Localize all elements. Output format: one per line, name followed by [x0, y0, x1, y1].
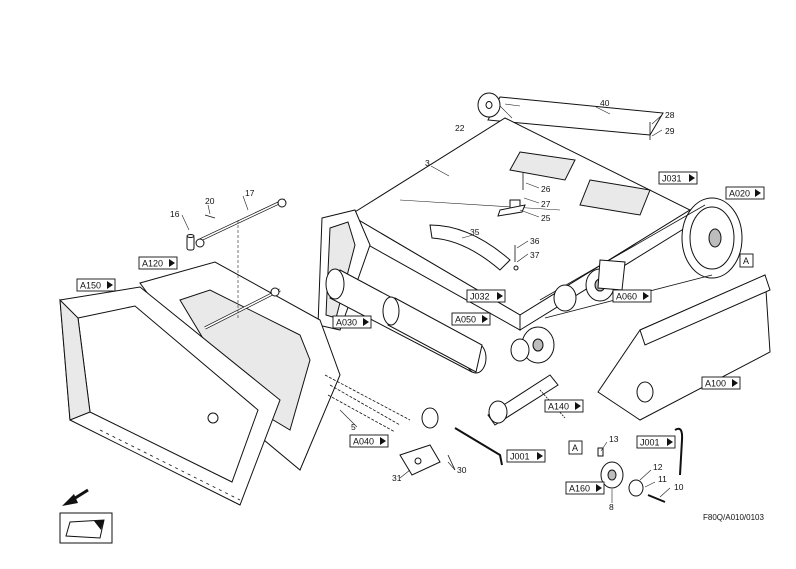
callout-35: 35	[470, 227, 480, 237]
tag-j001-rod: J001	[506, 449, 546, 463]
drive-pulley	[539, 197, 743, 319]
callout-28: 28	[665, 110, 675, 120]
callout-12: 12	[653, 462, 663, 472]
svg-text:A140: A140	[548, 402, 569, 412]
callout-22: 22	[455, 123, 465, 133]
svg-text:A120: A120	[142, 259, 163, 269]
callout-11: 11	[658, 474, 667, 484]
lever-arm	[487, 374, 566, 426]
tag-a120: A120	[138, 256, 178, 270]
tag-a140: A140	[544, 399, 584, 413]
feed-rollers	[325, 268, 487, 374]
belt-shield	[429, 224, 511, 271]
tag-a-detail-1: A	[739, 253, 754, 268]
side-shield	[597, 274, 771, 421]
tag-a060: A060	[612, 289, 652, 303]
tag-a150: A150	[76, 278, 116, 292]
rod-j001	[454, 427, 503, 466]
callout-27: 27	[541, 199, 551, 209]
arrow-down-left-icon	[62, 488, 89, 506]
outer-frame	[59, 286, 281, 506]
svg-text:A100: A100	[705, 379, 726, 389]
svg-text:A030: A030	[336, 318, 357, 328]
washer-22	[477, 92, 501, 118]
svg-text:J031: J031	[662, 174, 682, 184]
callout-8: 8	[609, 502, 614, 512]
hub-assembly	[597, 447, 666, 503]
callout-37: 37	[530, 250, 540, 260]
svg-text:A: A	[572, 443, 578, 453]
callout-30: 30	[457, 465, 467, 475]
svg-text:J001: J001	[510, 452, 530, 462]
callout-10: 10	[674, 482, 684, 492]
gas-strut	[195, 198, 287, 330]
callout-16: 16	[170, 209, 180, 219]
machine-outline-icon	[59, 512, 113, 544]
callout-29: 29	[665, 126, 675, 136]
pin-16	[186, 234, 195, 251]
callout-31: 31	[392, 473, 402, 483]
tag-j031: J031	[658, 171, 698, 185]
split-pin-20	[204, 214, 216, 219]
callout-26: 26	[541, 184, 551, 194]
tag-a160: A160	[565, 481, 605, 495]
callout-5: 5	[351, 422, 356, 432]
svg-text:J032: J032	[470, 292, 490, 302]
drawing-reference: F80Q/A010/0103	[703, 513, 764, 522]
callout-20: 20	[205, 196, 215, 206]
callout-36: 36	[530, 236, 540, 246]
tag-a020: A020	[725, 186, 765, 200]
bracket-31	[399, 444, 441, 476]
svg-text:A040: A040	[353, 437, 374, 447]
callout-17: 17	[245, 188, 255, 198]
leader-lines	[181, 105, 671, 503]
callout-25: 25	[541, 213, 551, 223]
hook-rod	[674, 427, 684, 476]
gearbox	[510, 259, 626, 364]
washer-on-bracket	[421, 407, 439, 429]
callout-13: 13	[609, 434, 619, 444]
callout-3: 3	[425, 158, 430, 168]
tag-a040: A040	[349, 434, 389, 448]
svg-text:A050: A050	[455, 315, 476, 325]
cotter-pin-30	[447, 454, 456, 471]
svg-text:J001: J001	[640, 438, 660, 448]
tag-a100: A100	[701, 376, 741, 390]
tag-a030: A030	[332, 315, 372, 329]
svg-text:A: A	[743, 256, 749, 266]
tag-a-detail-2: A	[568, 440, 583, 455]
tag-j001-hook: J001	[636, 435, 676, 449]
callout-40: 40	[600, 98, 610, 108]
tag-j032: J032	[466, 289, 506, 303]
svg-text:A020: A020	[729, 189, 750, 199]
svg-text:A150: A150	[80, 281, 101, 291]
tag-a050: A050	[451, 312, 491, 326]
drive-chain	[324, 374, 411, 433]
svg-text:A060: A060	[616, 292, 637, 302]
svg-text:A160: A160	[569, 484, 590, 494]
fasteners	[497, 122, 651, 271]
